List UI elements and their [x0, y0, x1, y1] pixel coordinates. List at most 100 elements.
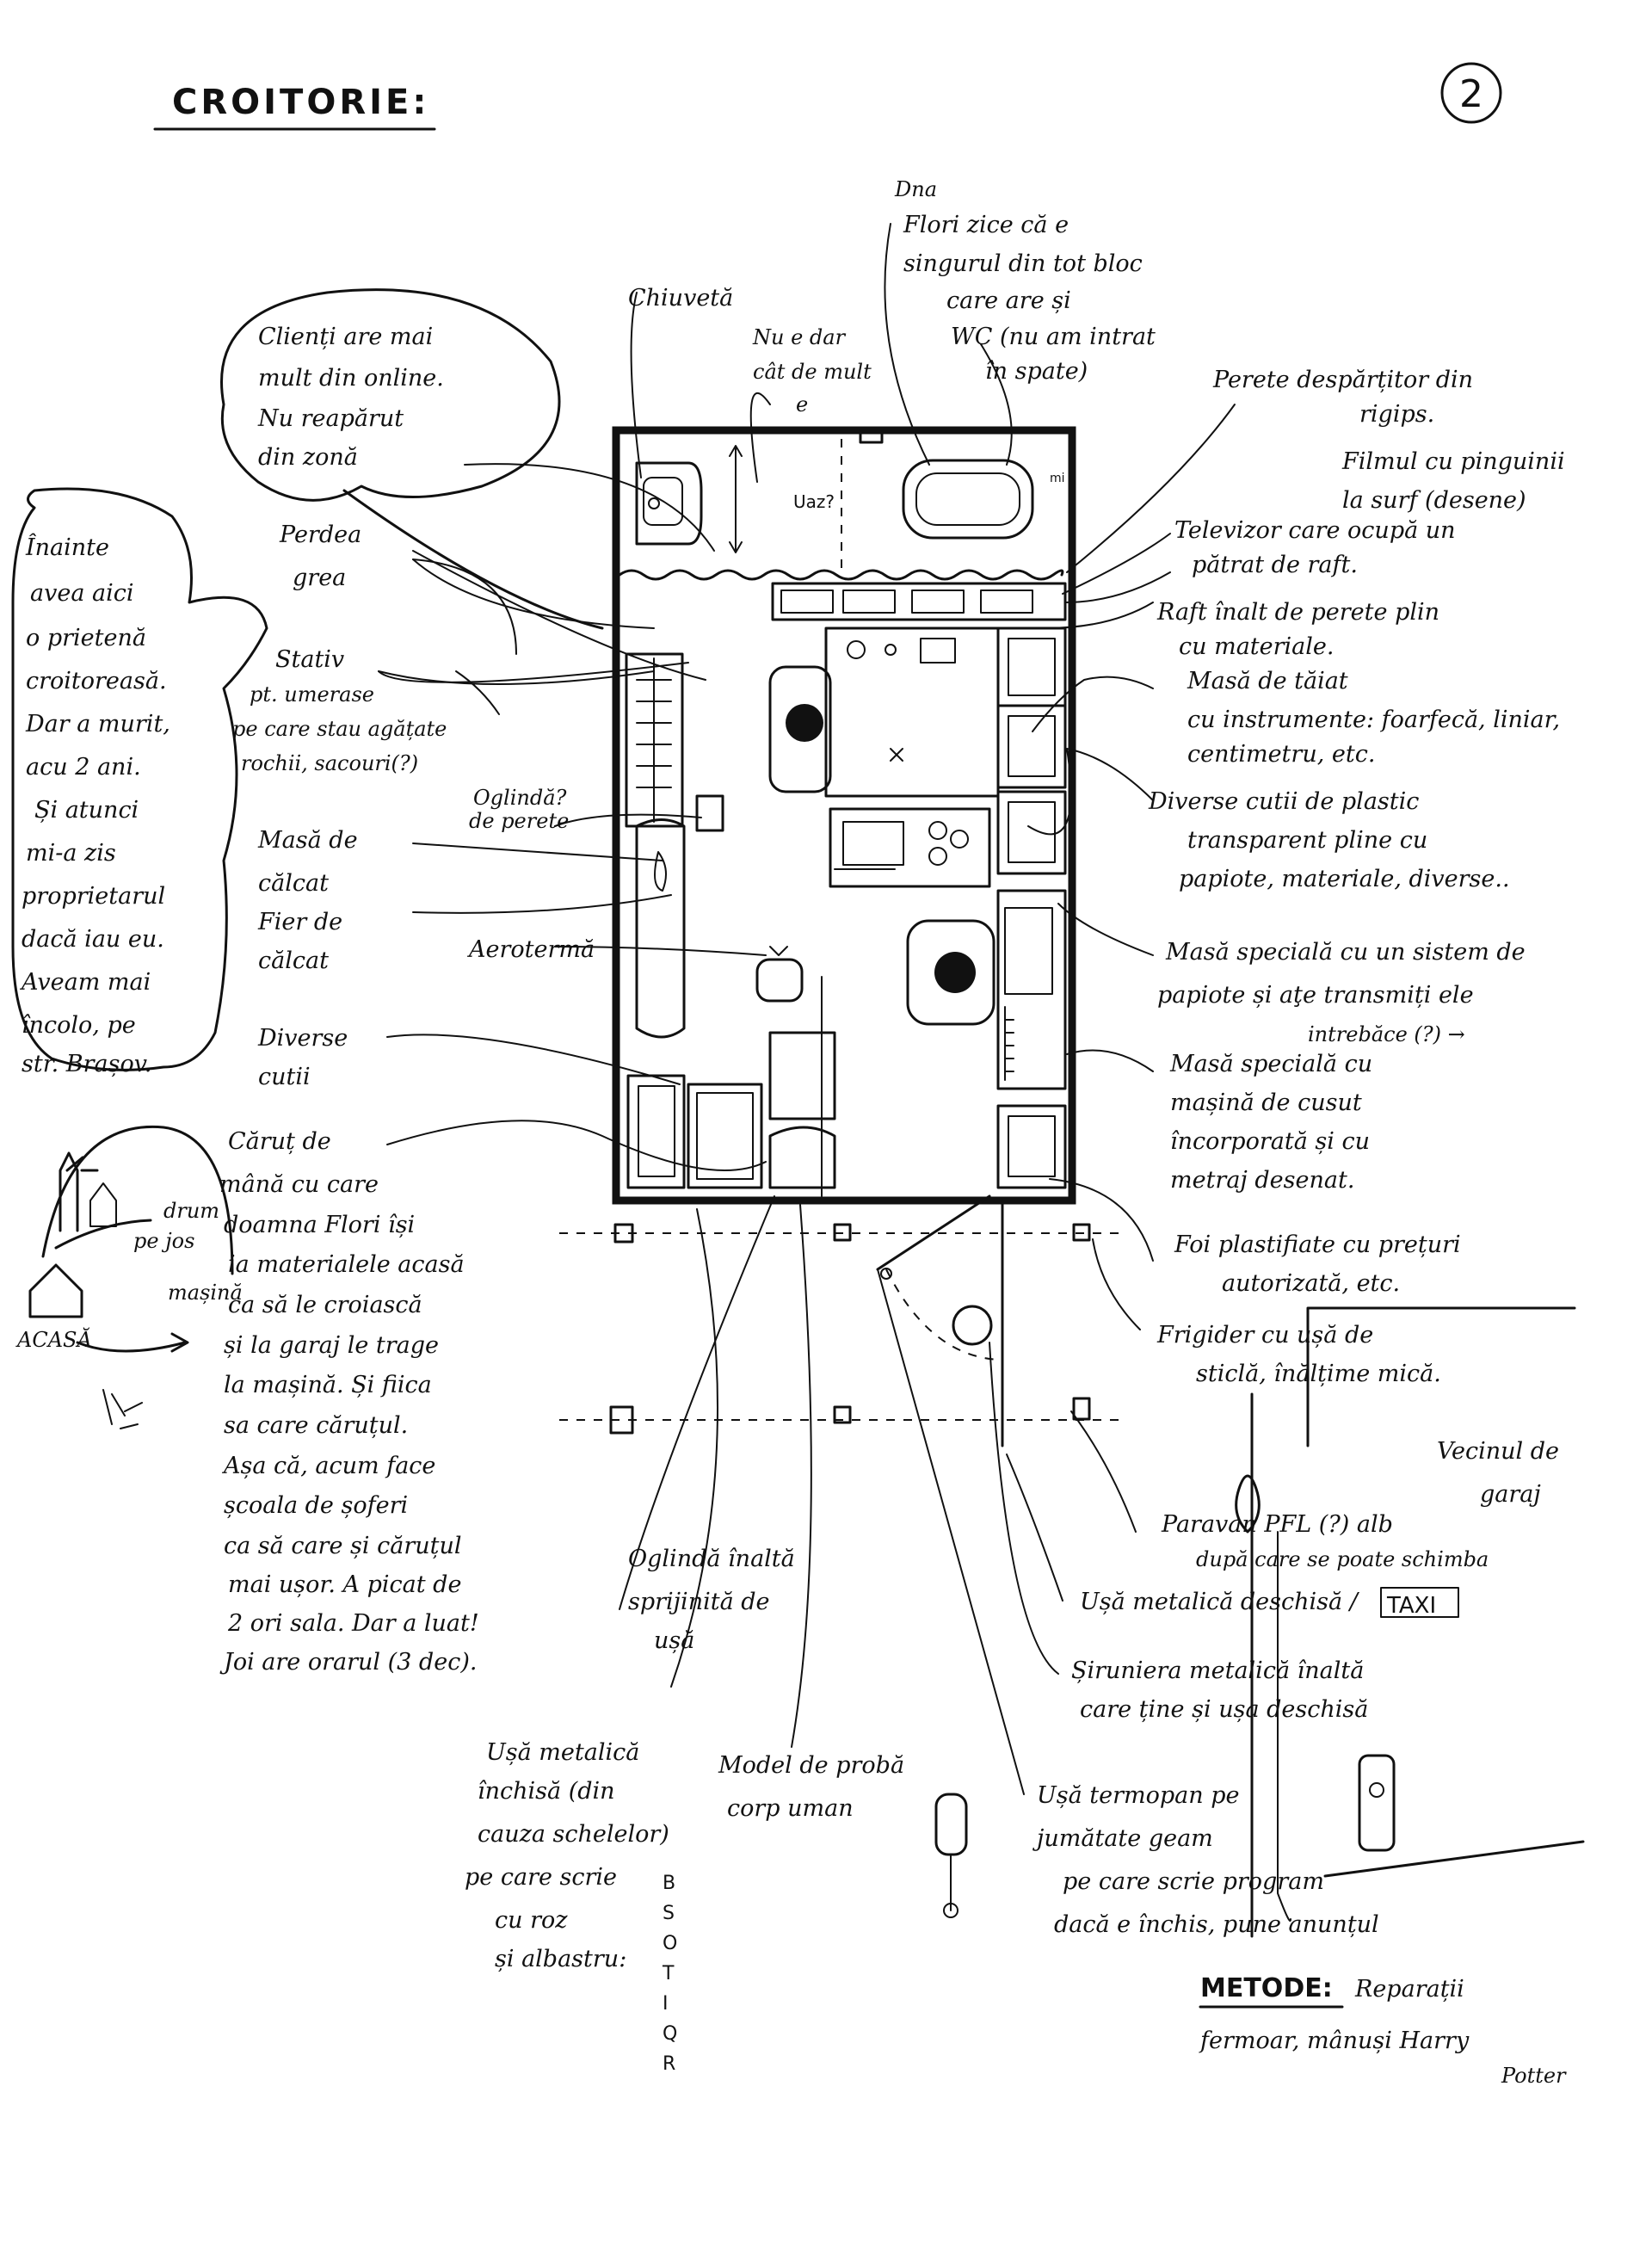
annotation-raft: Raft înalt de perete plin cu materiale. [1156, 599, 1439, 660]
svg-text:pt. umerase: pt. umerase [250, 682, 374, 707]
svg-text:mi-a zis: mi-a zis [26, 840, 116, 867]
svg-text:Clienți are mai: Clienți are mai [258, 324, 433, 350]
annotation-oglinda-perete: Oglindă? de perete [469, 786, 569, 833]
scaffold-grid [559, 1223, 1119, 1435]
annotation-perete: Perete despărțitor din rigips. [1212, 367, 1473, 428]
svg-text:papiote, materiale, diverse..: papiote, materiale, diverse.. [1179, 866, 1510, 892]
annotation-model: Model de probă corp uman [718, 1752, 904, 1822]
heavy-curtain [618, 569, 1064, 581]
svg-text:după care se poate schimba: după care se poate schimba [1196, 1547, 1489, 1571]
sink-arrow [729, 445, 743, 553]
neighbor-garage [1235, 1306, 1585, 1938]
svg-text:Și atunci: Și atunci [34, 797, 139, 824]
svg-text:e: e [796, 392, 808, 417]
annotation-filmul: Filmul cu pinguinii la surf (desene) [1341, 448, 1565, 514]
svg-text:mult din online.: mult din online. [258, 365, 444, 392]
svg-text:grea: grea [293, 565, 346, 591]
svg-text:pe care stau agățate: pe care stau agățate [232, 717, 447, 741]
svg-text:cu instrumente: foarfecă, lini: cu instrumente: foarfecă, liniar, [1187, 707, 1560, 733]
clothes-rack [625, 652, 684, 828]
svg-text:Filmul cu pinguinii: Filmul cu pinguinii [1341, 448, 1565, 475]
svg-text:Stativ: Stativ [275, 646, 344, 673]
annotation-fier: Fier de călcat [257, 909, 342, 974]
metode-heading: METODE: [1200, 1973, 1333, 2003]
svg-text:sprijinită de: sprijinită de [628, 1589, 770, 1615]
svg-text:care are și: care are și [946, 287, 1071, 314]
svg-text:Ușă metalică deschisă /: Ușă metalică deschisă / [1080, 1589, 1360, 1615]
svg-text:de perete: de perete [469, 809, 569, 833]
svg-text:Dna: Dna [894, 177, 937, 201]
svg-text:Înainte: Înainte [25, 533, 109, 561]
svg-text:Raft înalt de perete plin: Raft înalt de perete plin [1156, 599, 1439, 626]
annotation-vecinul: Vecinul de garaj [1437, 1438, 1559, 1508]
wall-notch [859, 429, 884, 444]
svg-text:Fier de: Fier de [257, 909, 342, 935]
svg-text:Aveam mai: Aveam mai [19, 969, 151, 996]
svg-text:rigips.: rigips. [1359, 401, 1434, 428]
plastic-boxes-right [996, 626, 1067, 875]
svg-text:doamna Flori își: doamna Flori își [224, 1212, 415, 1238]
svg-text:T: T [662, 1963, 675, 1984]
annotation-paravan: Paravan PFL (?) alb după care se poate s… [1161, 1511, 1489, 1571]
svg-text:și albastru:: și albastru: [495, 1946, 626, 1972]
papiote-shelf [829, 807, 991, 888]
svg-text:Flori zice că e: Flori zice că e [903, 212, 1069, 238]
annotation-inainte: Înainte avea aici o prietenă croitoreasă… [19, 533, 170, 1077]
svg-text:2: 2 [1459, 72, 1483, 116]
svg-text:Joi are orarul (3 dec).: Joi are orarul (3 dec). [219, 1649, 477, 1676]
svg-text:str. Brașov.: str. Brașov. [22, 1051, 151, 1077]
diverse-boxes [626, 1031, 836, 1189]
taxi-sign: TAXI [1386, 1593, 1436, 1619]
svg-text:mașină de cusut: mașină de cusut [1170, 1089, 1362, 1116]
entrance-door [691, 1194, 1004, 1447]
label-pe-jos: pe jos [133, 1229, 194, 1253]
svg-text:CROITORIE:: CROITORIE: [172, 83, 429, 122]
label-acasa: ACASĂ [15, 1327, 92, 1352]
route-doodle: drum pe jos ACASĂ mașină [15, 1125, 243, 1429]
svg-text:încolo, pe: încolo, pe [22, 1012, 136, 1039]
svg-text:Potter: Potter [1501, 2064, 1567, 2088]
tailor-figure-bottom [906, 919, 996, 1026]
svg-text:care ține și ușa deschisă: care ține și ușa deschisă [1080, 1696, 1368, 1723]
svg-text:din zonă: din zonă [258, 444, 358, 471]
svg-text:Q: Q [663, 2023, 677, 2045]
label-masina: mașină [168, 1281, 243, 1305]
page-number: 2 [1440, 62, 1502, 124]
svg-text:ușă: ușă [654, 1627, 694, 1654]
svg-text:cât de mult: cât de mult [753, 360, 872, 384]
svg-text:Căruț de: Căruț de [228, 1128, 331, 1155]
svg-text:singurul din tot bloc: singurul din tot bloc [903, 250, 1143, 277]
annotation-usa-deschisa: Ușă metalică deschisă / TAXI [1080, 1587, 1459, 1619]
svg-text:pătrat de raft.: pătrat de raft. [1192, 552, 1358, 578]
tall-wall-shelf [771, 582, 1067, 621]
annotation-frigider: Frigider cu ușă de sticlă, înălțime mică… [1156, 1322, 1441, 1387]
svg-text:călcat: călcat [258, 947, 329, 974]
svg-text:călcat: călcat [258, 870, 329, 897]
speech-bubble-history [11, 487, 268, 1071]
svg-text:cauza schelelor): cauza schelelor) [478, 1821, 669, 1848]
annotation-leaders [378, 223, 1236, 1795]
label-drum: drum [163, 1199, 219, 1223]
svg-text:WC (nu am intrat: WC (nu am intrat [951, 324, 1156, 350]
svg-text:transparent pline cu: transparent pline cu [1187, 827, 1427, 854]
annotation-wc: Dna Flori zice că e singurul din tot blo… [894, 177, 1156, 385]
svg-text:autorizată, etc.: autorizată, etc. [1222, 1270, 1400, 1297]
svg-text:pe care scrie: pe care scrie [465, 1864, 617, 1891]
svg-text:o prietenă: o prietenă [26, 625, 146, 651]
svg-text:2 ori sala. Dar a luat!: 2 ori sala. Dar a luat! [227, 1610, 479, 1637]
annotation-oglinda-inalta: Oglindă înaltă sprijinită de ușă [628, 1546, 795, 1654]
fridge-box [996, 1104, 1067, 1189]
svg-text:închisă (din: închisă (din [478, 1778, 615, 1805]
svg-text:ia materialele acasă: ia materialele acasă [228, 1251, 465, 1278]
svg-text:acu 2 ani.: acu 2 ani. [26, 754, 141, 781]
svg-text:Oglindă?: Oglindă? [473, 786, 567, 810]
door-letters: B S O T I Q R [662, 1873, 677, 2075]
annotation-stativ: Stativ pt. umerase pe care stau agățate … [232, 646, 447, 775]
svg-text:Nu e dar: Nu e dar [752, 325, 847, 349]
annotation-usa-termopan: Ușă termopan pe jumătate geam pe care sc… [1032, 1782, 1379, 1938]
svg-text:Paravan PFL (?) alb: Paravan PFL (?) alb [1161, 1511, 1393, 1538]
air-heater [755, 946, 804, 1003]
sewing-machine-table [996, 889, 1067, 1090]
svg-text:în spate): în spate) [985, 358, 1088, 385]
svg-text:sa care căruțul.: sa care căruțul. [224, 1412, 408, 1439]
